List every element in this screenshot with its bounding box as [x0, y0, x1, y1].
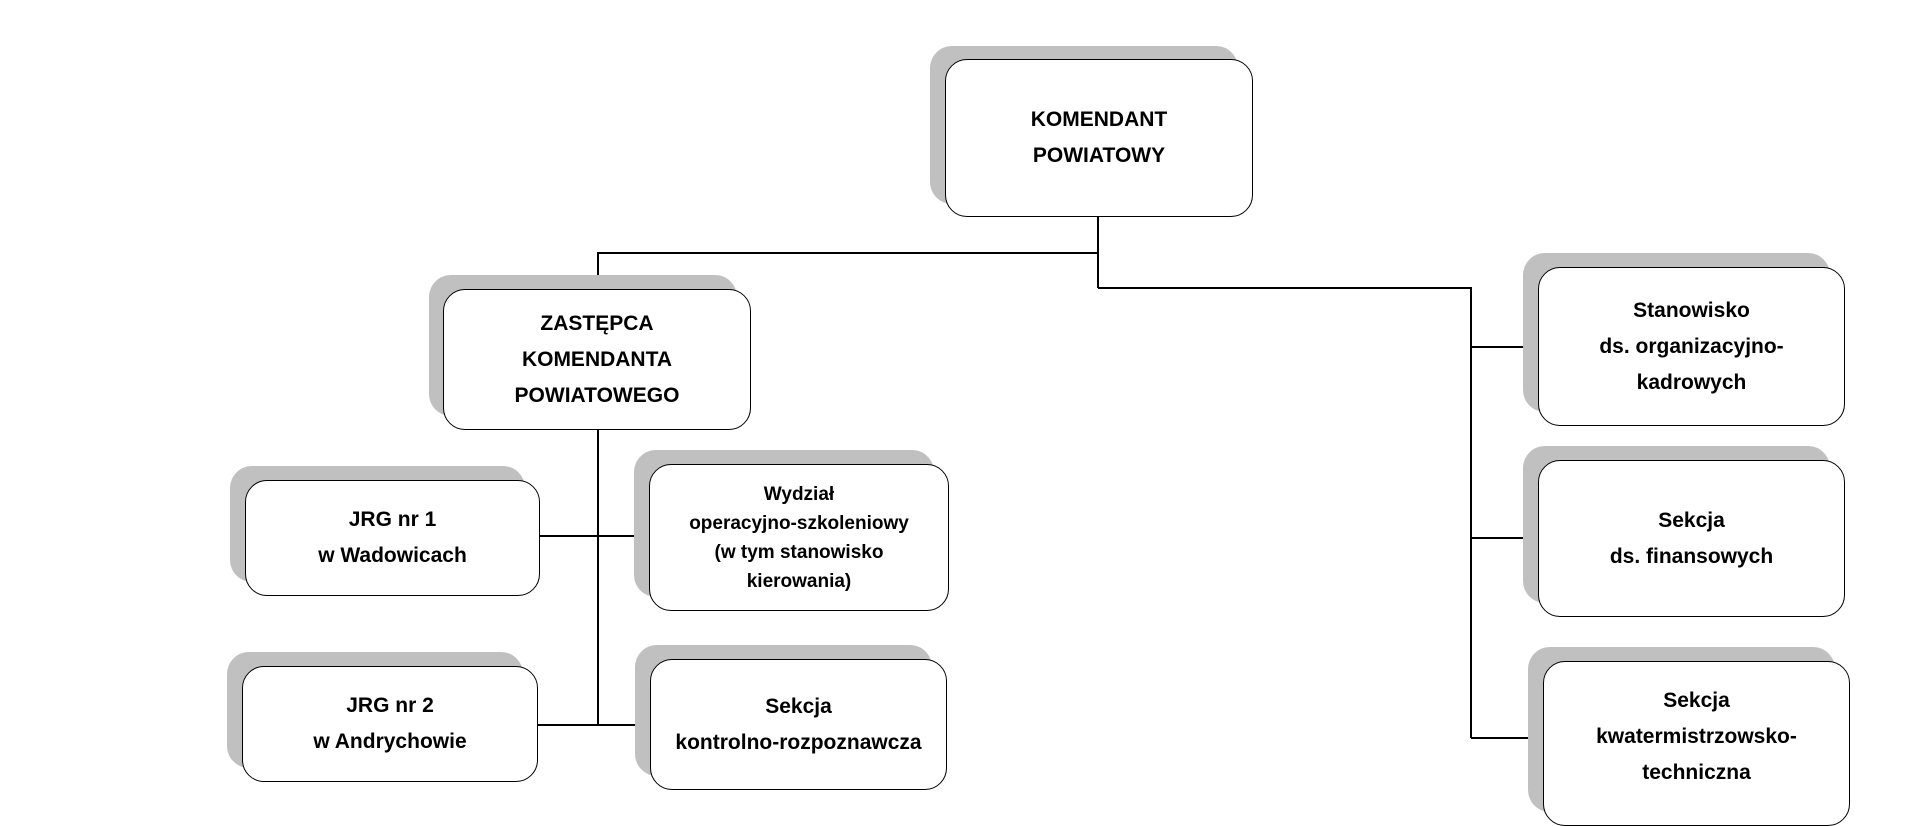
node-line: Stanowisko [1633, 298, 1750, 322]
node-sekcja-kwatermistrz: Sekcja kwatermistrzowsko- techniczna [1543, 661, 1850, 826]
node-line: ds. finansowych [1609, 544, 1774, 568]
node-line: ds. organizacyjno- [1599, 334, 1784, 358]
node-jrg-1: JRG nr 1 w Wadowicach [245, 480, 540, 596]
node-line: techniczna [1642, 760, 1751, 784]
node-line: POWIATOWY [1032, 144, 1166, 167]
node-line: w Wadowicach [318, 544, 467, 567]
node-komendant-powiatowy: KOMENDANT POWIATOWY [945, 59, 1253, 217]
node-line: Sekcja [1663, 688, 1730, 712]
node-line: Wydział [763, 483, 835, 505]
node-line: operacyjno-szkoleniowy [689, 512, 909, 534]
connector-to-right-column [1098, 287, 1472, 738]
node-line: POWIATOWEGO [514, 383, 680, 407]
node-line: ZASTĘPCA [540, 311, 654, 335]
node-zastepca-komendanta: ZASTĘPCA KOMENDANTA POWIATOWEGO [443, 289, 751, 430]
node-line: kontrolno-rozpoznawcza [675, 730, 922, 754]
node-line: (w tym stanowisko [714, 541, 884, 563]
node-line: Sekcja [1658, 508, 1725, 532]
node-line: KOMENDANT [1030, 108, 1168, 131]
node-line: KOMENDANTA [521, 347, 673, 371]
node-line: kierowania) [746, 570, 852, 592]
node-line: kwatermistrzowsko- [1596, 724, 1797, 748]
node-line: kadrowych [1636, 370, 1747, 394]
node-sekcja-kontrolna: Sekcja kontrolno-rozpoznawcza [650, 659, 947, 790]
node-line: JRG nr 2 [346, 694, 434, 717]
node-wydzial-operacyjny: Wydział operacyjno-szkoleniowy (w tym st… [649, 464, 949, 611]
node-line: JRG nr 1 [348, 508, 437, 531]
node-line: w Andrychowie [313, 730, 467, 753]
node-stanowisko-kadry: Stanowisko ds. organizacyjno- kadrowych [1538, 267, 1845, 426]
node-line: Sekcja [765, 694, 832, 718]
node-jrg-2: JRG nr 2 w Andrychowie [242, 666, 538, 782]
node-sekcja-finanse: Sekcja ds. finansowych [1538, 460, 1845, 617]
